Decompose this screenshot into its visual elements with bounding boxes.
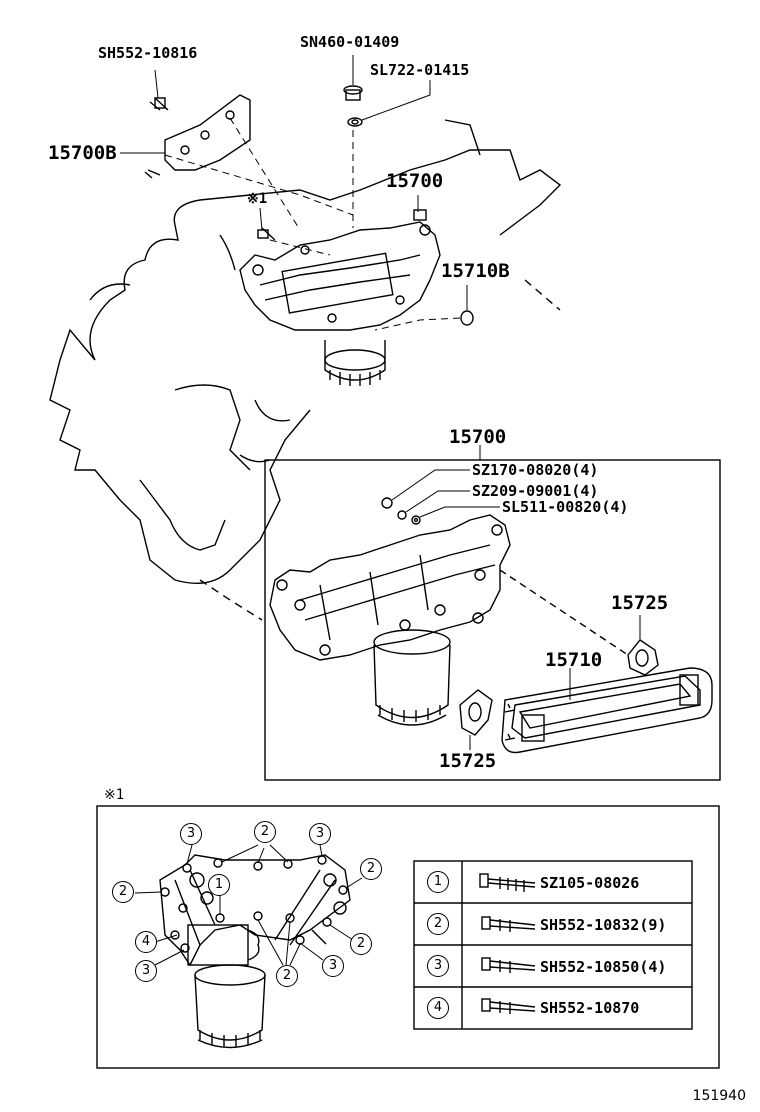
callout-2: 2 bbox=[350, 933, 372, 955]
callout-4: 4 bbox=[135, 931, 157, 953]
note-mark-bottom: ※1 bbox=[104, 787, 125, 803]
legend-part-2: SH552-10832(9) bbox=[540, 916, 667, 934]
gasket-15725-right bbox=[499, 569, 659, 676]
legend-mark-3: 3 bbox=[427, 955, 449, 977]
note-mark-top: ※1 bbox=[247, 191, 268, 207]
plug-sn460 bbox=[343, 85, 363, 127]
callout-3: 3 bbox=[309, 823, 331, 845]
label-15700-top: 15700 bbox=[386, 170, 444, 192]
label-15725-bottom: 15725 bbox=[439, 750, 497, 772]
callout-3: 3 bbox=[322, 955, 344, 977]
callout-leaders bbox=[134, 844, 363, 966]
oil-cooler-assembly-top bbox=[239, 209, 474, 386]
detail-box-15700 bbox=[264, 459, 721, 781]
legend-mark-4: 4 bbox=[427, 997, 449, 1019]
diagram-reference-number: 151940 bbox=[692, 1088, 746, 1104]
label-sz209-09001: SZ209-09001(4) bbox=[472, 482, 599, 500]
callout-2: 2 bbox=[276, 965, 298, 987]
legend-mark-1: 1 bbox=[427, 871, 449, 893]
label-sl511-00820: SL511-00820(4) bbox=[502, 498, 629, 516]
label-sl722-01415: SL722-01415 bbox=[370, 61, 470, 79]
bolt-icons bbox=[479, 873, 536, 1014]
oil-cooler-housing bbox=[269, 514, 511, 726]
bolt-layout-box bbox=[96, 805, 720, 1069]
label-sh552-10816: SH552-10816 bbox=[98, 44, 198, 62]
callout-2: 2 bbox=[112, 881, 134, 903]
legend-mark-2: 2 bbox=[427, 913, 449, 935]
label-sn460-01409: SN460-01409 bbox=[300, 33, 400, 51]
callout-3: 3 bbox=[180, 823, 202, 845]
label-sz170-08020: SZ170-08020(4) bbox=[472, 461, 599, 479]
callout-2: 2 bbox=[254, 821, 276, 843]
engine-outline bbox=[49, 119, 562, 621]
gasket-15725-bottom bbox=[459, 689, 493, 750]
bolt-legend-table bbox=[413, 860, 693, 1030]
label-15725-right: 15725 bbox=[611, 592, 669, 614]
cooler-element-15710 bbox=[501, 667, 713, 754]
callout-2: 2 bbox=[360, 858, 382, 880]
callout-3: 3 bbox=[135, 960, 157, 982]
label-15700b: 15700B bbox=[48, 142, 117, 164]
callout-1: 1 bbox=[208, 874, 230, 896]
label-15710b: 15710B bbox=[441, 260, 510, 282]
legend-part-1: SZ105-08026 bbox=[540, 874, 640, 892]
legend-part-3: SH552-10850(4) bbox=[540, 958, 667, 976]
label-15710: 15710 bbox=[545, 649, 603, 671]
label-15700-box: 15700 bbox=[449, 426, 507, 448]
small-nuts-washers bbox=[381, 469, 500, 525]
leader-lines-top bbox=[120, 55, 468, 331]
legend-part-4: SH552-10870 bbox=[540, 999, 640, 1017]
bracket-15700b bbox=[144, 94, 251, 179]
bolt-layout-drawing bbox=[159, 854, 351, 1049]
